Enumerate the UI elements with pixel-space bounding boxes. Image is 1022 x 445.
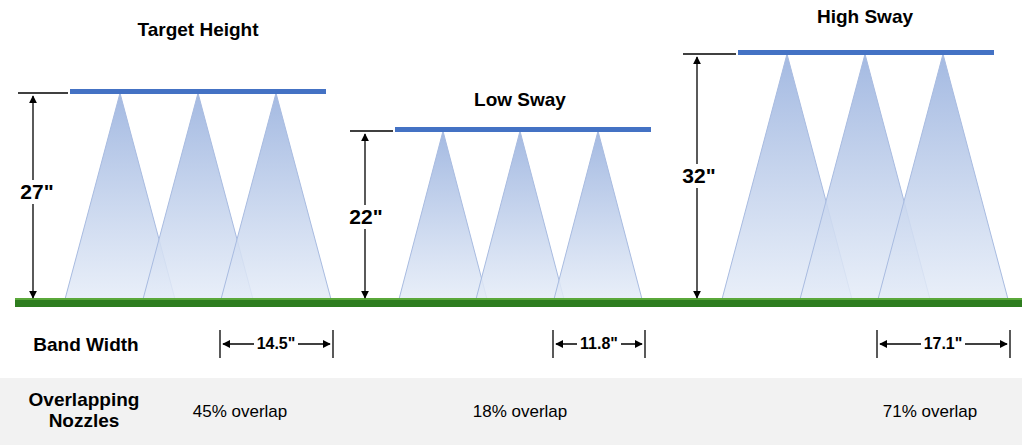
spray-boom — [395, 127, 651, 132]
dimension-tick — [18, 92, 68, 93]
spray-boom — [70, 89, 326, 94]
dimension-tick — [219, 330, 220, 358]
footer-band — [0, 378, 1022, 445]
spray-cone — [475, 131, 565, 303]
height-dimensions — [18, 54, 736, 298]
dimension-tick — [644, 330, 645, 358]
overlap-value: 45% overlap — [193, 403, 288, 422]
row-heading: Band Width — [33, 335, 138, 356]
spray-cone — [553, 131, 643, 303]
band-dimensions — [220, 330, 1010, 358]
panel-title: Low Sway — [474, 90, 566, 111]
overlap-value: 18% overlap — [473, 403, 568, 422]
grass-strip — [15, 298, 1022, 300]
spray-boom — [738, 50, 994, 55]
spray-cone — [877, 54, 1009, 303]
spray-cone — [398, 131, 488, 303]
row-heading: Overlapping Nozzles — [19, 390, 149, 432]
ground — [15, 298, 1022, 307]
grass-strip — [15, 300, 1022, 307]
panel-title: High Sway — [817, 7, 913, 28]
overlap-value: 71% overlap — [883, 403, 978, 422]
panel-title: Target Height — [137, 20, 258, 41]
spray-cones — [64, 54, 1009, 303]
dimension-tick — [683, 53, 736, 54]
dimension-tick — [332, 330, 333, 358]
spray-cone — [220, 93, 332, 303]
band-value: 14.5" — [254, 335, 299, 353]
dimension-tick — [876, 330, 877, 358]
spray-booms — [70, 50, 994, 132]
height-value: 32" — [679, 164, 718, 187]
height-value: 27" — [17, 180, 56, 203]
band-value: 11.8" — [577, 335, 621, 353]
dimension-tick — [1009, 330, 1010, 358]
dimension-tick — [350, 130, 393, 131]
dimension-tick — [552, 330, 553, 358]
band-value: 17.1" — [921, 335, 966, 353]
height-value: 22" — [346, 205, 385, 228]
